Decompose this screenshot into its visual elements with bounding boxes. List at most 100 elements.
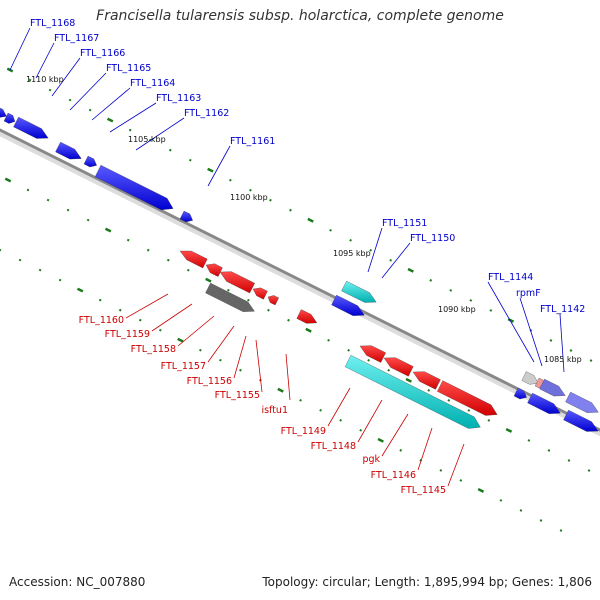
forward-gene-label: FTL_1162 xyxy=(184,108,229,119)
reverse-gene-label: FTL_1158 xyxy=(131,344,176,355)
reverse-gene-label: FTL_1148 xyxy=(311,441,356,452)
scale-tick-inner-far xyxy=(118,308,122,312)
reverse-gene-label: FTL_1160 xyxy=(79,315,124,326)
scale-tick-inner xyxy=(405,377,412,383)
scale-label: 1105 kbp xyxy=(128,135,166,144)
scale-tick-inner xyxy=(447,399,451,402)
scale-tick-inner xyxy=(347,348,350,352)
forward-gene-label: FTL_1144 xyxy=(488,272,533,283)
scale-tick-inner xyxy=(4,177,12,183)
scale-tick-inner xyxy=(487,419,491,422)
backbone-line xyxy=(0,128,600,432)
scale-tick-inner xyxy=(567,459,571,462)
reverse-gene-leader-line xyxy=(417,427,433,471)
reverse-gene xyxy=(412,371,441,390)
scale-tick-outer xyxy=(429,279,433,282)
gene-features xyxy=(0,107,599,432)
scale-tick-inner xyxy=(327,338,330,342)
scale-tick-inner-far xyxy=(219,358,222,362)
reverse-gene xyxy=(296,309,318,324)
scale-tick-inner-far xyxy=(199,348,202,352)
forward-gene-label: FTL_1164 xyxy=(130,78,175,89)
scale-tick-inner xyxy=(547,449,551,452)
scale-tick-outer xyxy=(188,158,192,162)
forward-gene-label: FTL_1168 xyxy=(30,18,75,29)
reverse-gene xyxy=(252,287,268,300)
backbone-shadow xyxy=(0,129,600,437)
scale-tick-inner xyxy=(227,288,230,292)
scale-tick-outer xyxy=(329,228,332,232)
scale-tick-inner xyxy=(205,277,212,283)
scale-tick-inner xyxy=(505,427,513,433)
scale-tick-outer xyxy=(68,98,72,102)
scale-tick-outer xyxy=(269,198,272,202)
scale-tick-outer xyxy=(407,267,414,273)
reverse-gene-leader-line xyxy=(381,413,409,457)
reverse-gene-label: pgk xyxy=(362,454,380,465)
scale-tick-outer xyxy=(307,217,314,223)
scale-tick-inner-far xyxy=(38,268,42,272)
forward-gene-leader-line xyxy=(109,102,157,133)
scale-tick-outer xyxy=(106,117,114,123)
reverse-gene-leader-line xyxy=(233,335,247,379)
reverse-gene-label: FTL_1146 xyxy=(371,470,416,481)
forward-gene-leader-line xyxy=(367,227,383,273)
forward-gene xyxy=(179,210,193,223)
scale-tick-inner xyxy=(146,248,150,252)
forward-gene xyxy=(539,378,566,397)
forward-gene xyxy=(3,112,16,124)
scale-tick-inner xyxy=(267,308,270,312)
reverse-gene-leader-line xyxy=(327,387,351,427)
scale-tick-outer xyxy=(489,309,493,312)
scale-tick-outer xyxy=(549,339,553,342)
scale-label: 1100 kbp xyxy=(230,193,268,202)
scale-tick-inner-far xyxy=(98,298,102,302)
forward-gene-label: FTL_1166 xyxy=(80,48,125,59)
scale-tick-outer xyxy=(469,299,473,302)
scale-tick-inner-far xyxy=(299,398,302,402)
reverse-gene xyxy=(179,250,208,269)
scale-tick-inner xyxy=(104,227,112,233)
reverse-gene-leader-line xyxy=(255,339,263,393)
forward-gene xyxy=(13,116,49,139)
scale-tick-outer xyxy=(349,238,352,242)
reverse-gene-leader-line xyxy=(151,303,193,332)
scale-tick-inner xyxy=(66,208,70,212)
forward-gene-label: FTL_1163 xyxy=(156,93,201,104)
scale-tick-inner-far xyxy=(359,428,363,432)
scale-tick-inner-far xyxy=(158,328,162,332)
scale-tick-outer xyxy=(207,167,214,173)
scale-tick-inner-far xyxy=(459,479,463,482)
scale-tick-inner-far xyxy=(239,368,242,372)
scale-tick-inner xyxy=(427,389,431,392)
scale-tick-inner-far xyxy=(439,469,443,472)
forward-gene-label: FTL_1151 xyxy=(382,218,427,229)
reverse-gene-label: FTL_1157 xyxy=(161,361,206,372)
scale-tick-inner-far xyxy=(319,408,322,412)
scale-tick-inner-far xyxy=(18,258,22,262)
forward-gene xyxy=(563,409,599,432)
scale-tick-inner xyxy=(186,268,190,272)
scale-tick-inner xyxy=(587,469,591,472)
scale-tick-inner xyxy=(387,368,391,372)
rna-gene xyxy=(344,354,481,429)
scale-tick-outer xyxy=(128,128,132,132)
forward-gene xyxy=(565,391,599,413)
forward-gene-leader-line xyxy=(381,242,411,279)
reverse-gene-label: FTL_1159 xyxy=(105,329,150,340)
scale-tick-inner-far xyxy=(76,287,84,293)
scale-tick-outer xyxy=(569,349,573,352)
genome-summary-text: Topology: circular; Length: 1,895,994 bp… xyxy=(262,575,592,589)
reverse-gene xyxy=(437,380,498,416)
reverse-gene xyxy=(267,295,279,306)
scale-tick-outer xyxy=(449,289,453,292)
reverse-gene xyxy=(383,357,414,377)
reverse-gene-leader-line xyxy=(125,293,169,319)
scale-tick-inner-far xyxy=(377,437,384,443)
scale-tick-inner-far xyxy=(58,278,62,282)
forward-gene-leader-line xyxy=(69,72,107,111)
forward-gene-leader-line xyxy=(91,87,131,121)
scale-tick-outer xyxy=(289,208,292,212)
forward-gene-label: FTL_1142 xyxy=(540,304,585,315)
